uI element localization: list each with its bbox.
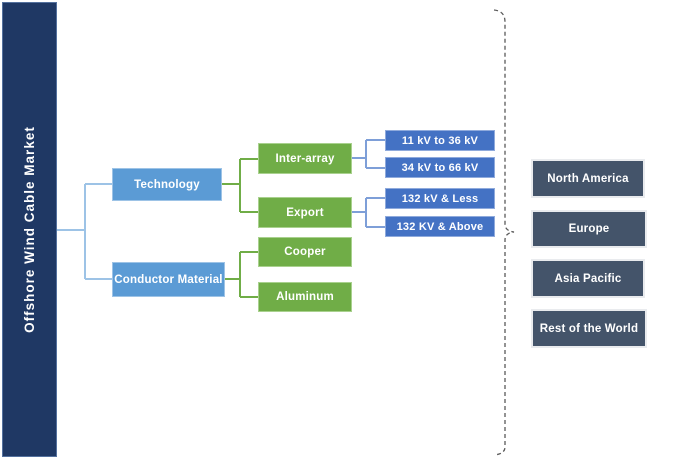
- node-132kv-and-less: 132 kV & Less: [385, 188, 495, 209]
- leaf-connectors: [352, 139, 385, 228]
- region-rest-of-the-world-label: Rest of the World: [539, 322, 639, 335]
- region-europe: Europe: [531, 210, 647, 248]
- node-34kv-to-66kv-label: 34 kV to 66 kV: [401, 161, 479, 174]
- node-34kv-to-66kv: 34 kV to 66 kV: [385, 157, 495, 178]
- node-conductor-material-label: Conductor Material: [114, 273, 223, 286]
- region-north-america-label: North America: [547, 172, 629, 185]
- node-inter-array: Inter-array: [258, 143, 352, 174]
- node-aluminum: Aluminum: [258, 282, 352, 312]
- node-export: Export: [258, 197, 352, 228]
- region-asia-pacific-label: Asia Pacific: [554, 272, 622, 285]
- node-132kv-and-above: 132 KV & Above: [385, 216, 495, 237]
- node-cooper-label: Cooper: [284, 246, 326, 258]
- region-asia-pacific: Asia Pacific: [531, 259, 645, 298]
- node-132kv-and-less-label: 132 kV & Less: [401, 192, 479, 205]
- green-connectors: [222, 158, 258, 298]
- region-europe-label: Europe: [568, 223, 610, 235]
- root-connectors: [57, 183, 112, 280]
- node-132kv-and-above-label: 132 KV & Above: [396, 220, 484, 233]
- node-11kv-to-36kv-label: 11 kV to 36 kV: [401, 134, 479, 147]
- node-cooper: Cooper: [258, 237, 352, 267]
- node-technology: Technology: [112, 168, 222, 201]
- node-inter-array-label: Inter-array: [275, 152, 335, 165]
- node-export-label: Export: [286, 206, 324, 219]
- region-rest-of-the-world: Rest of the World: [531, 309, 647, 348]
- node-aluminum-label: Aluminum: [276, 291, 334, 303]
- root-node-label: Offshore Wind Cable Market: [22, 126, 37, 333]
- regions-brace-icon: [493, 9, 515, 456]
- node-technology-label: Technology: [134, 178, 200, 191]
- root-node-offshore-wind-cable-market: Offshore Wind Cable Market: [2, 2, 57, 457]
- region-north-america: North America: [531, 159, 645, 198]
- node-conductor-material: Conductor Material: [112, 262, 225, 297]
- node-11kv-to-36kv: 11 kV to 36 kV: [385, 130, 495, 151]
